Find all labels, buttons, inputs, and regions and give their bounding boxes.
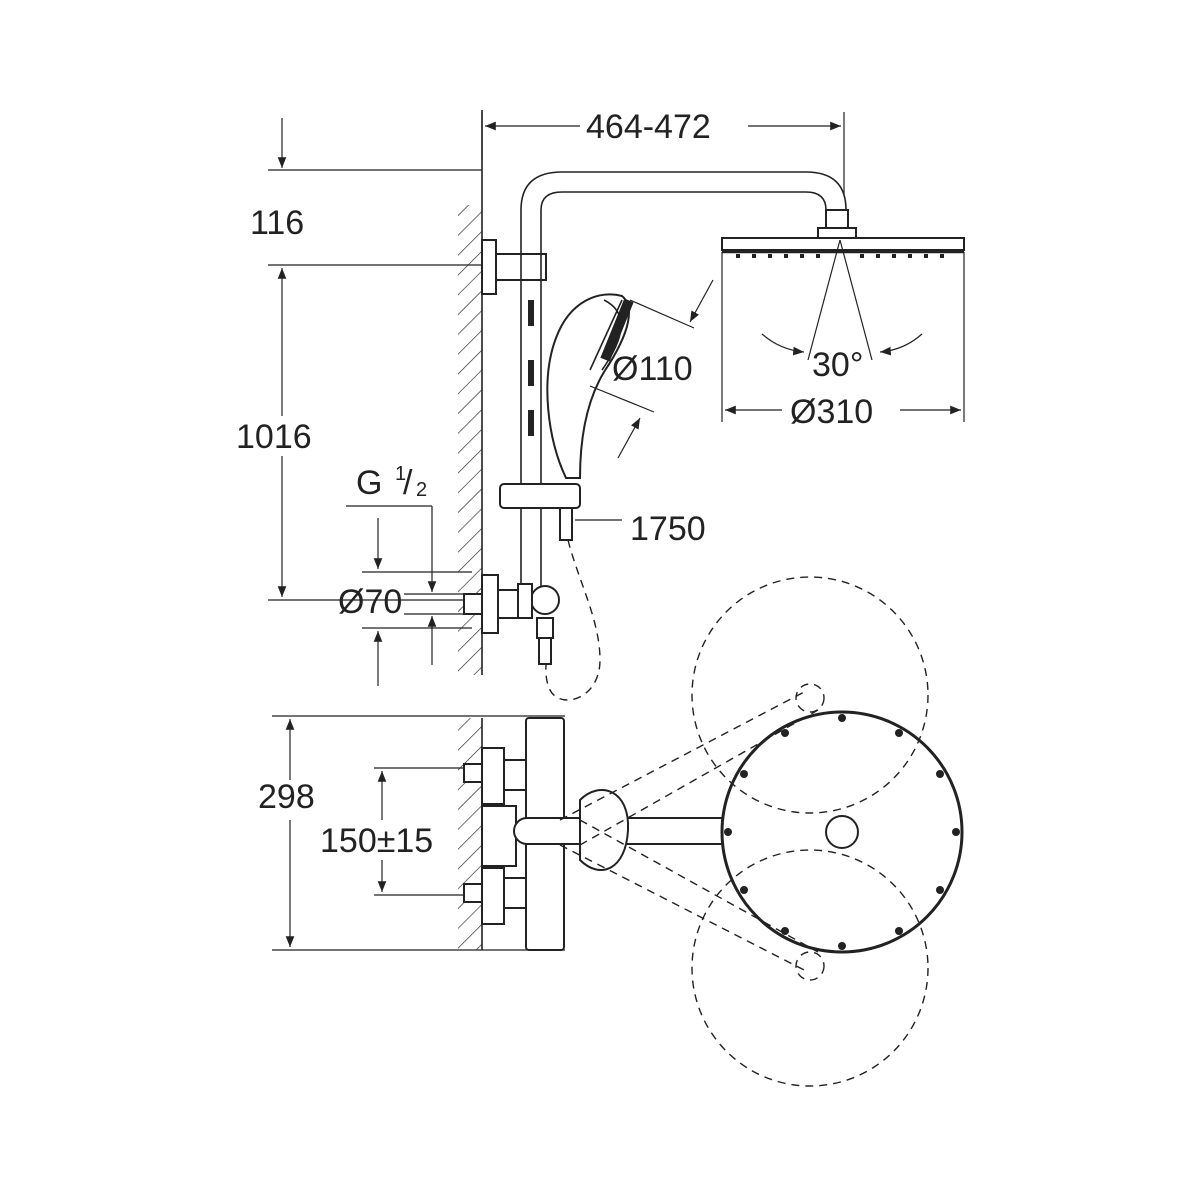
nozzle-ring [724, 714, 960, 950]
hand-shower-diameter-label: Ø110 [612, 350, 693, 388]
thread-slash: / [403, 464, 413, 502]
dimension-head-diameter: Ø310 [725, 393, 961, 431]
nozzle-row [736, 254, 944, 258]
front-view: 116 1016 464-472 [230, 108, 965, 701]
depth-label: 298 [258, 778, 315, 816]
dimension-116-label: 116 [250, 204, 304, 242]
dimension-hand-shower: Ø110 [589, 279, 714, 459]
swing-positions [559, 576, 929, 1087]
hose-length-label: 1750 [630, 510, 706, 548]
wall-section [458, 110, 483, 675]
dimension-arm-length-label: 464-472 [586, 108, 711, 146]
dimension-1016-label: 1016 [236, 418, 312, 456]
thermostat-front [463, 574, 560, 665]
inlet-spacing-label: 150±15 [320, 822, 433, 860]
dimension-inlet-spacing: 150±15 [318, 767, 470, 896]
head-angle-label: 30° [812, 346, 863, 384]
shower-column [481, 171, 847, 590]
rain-head-top [720, 710, 964, 954]
dimension-thread: G 1 / 2 [346, 463, 466, 665]
dimension-1016: 1016 [230, 268, 470, 601]
thread-denominator: 2 [416, 479, 427, 501]
dimension-flange: Ø70 [338, 518, 472, 686]
dimension-298: 298 [255, 715, 565, 951]
flange-diameter-label: Ø70 [338, 583, 402, 621]
top-view: 298 150±15 [255, 576, 964, 1087]
head-diameter-label: Ø310 [790, 393, 873, 431]
dimension-arm-length: 464-472 [481, 108, 845, 195]
hose: 1750 [545, 510, 706, 701]
thread-numerator: 1 [395, 463, 406, 485]
dimension-116: 116 [250, 118, 485, 266]
rain-shower-head: 30° [721, 209, 965, 422]
thread-label: G [356, 464, 382, 502]
